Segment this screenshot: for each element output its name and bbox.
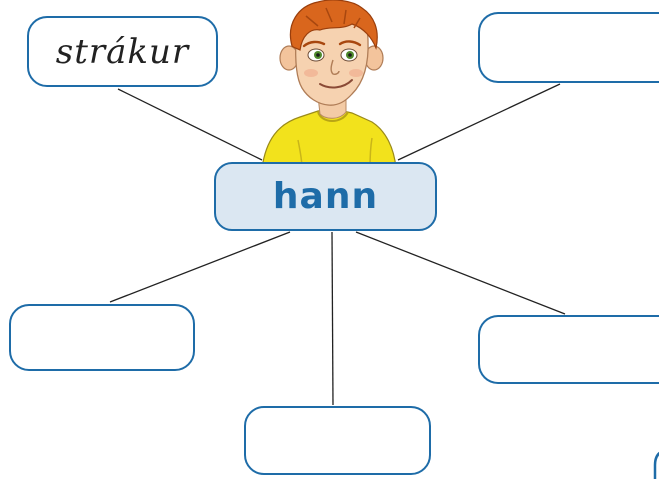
answer-box-mid-right[interactable] [478,315,659,384]
boy-illustration [261,0,397,169]
connector-top-right [397,83,561,161]
connector-lines [109,83,566,406]
connector-mid-left [109,231,291,303]
connector-top-left [117,88,263,161]
answer-text-top-left: strákur [55,31,190,72]
connector-mid-right [355,231,566,315]
answer-text-top-right [480,14,659,81]
edge-box-fragment [653,451,659,479]
answer-text-mid-right [480,317,659,382]
connector-bottom [331,231,334,406]
answer-box-mid-left[interactable] [9,304,195,371]
collar [317,111,349,122]
answer-box-bottom[interactable] [244,406,431,475]
answer-text-bottom [246,408,429,473]
center-word-box: hann [214,162,437,231]
center-word: hann [272,176,379,217]
hair [289,0,378,51]
answer-box-top-left[interactable]: strákur [27,16,218,87]
answer-text-mid-left [11,306,193,369]
answer-box-top-right[interactable] [478,12,659,83]
mouth [319,79,353,89]
